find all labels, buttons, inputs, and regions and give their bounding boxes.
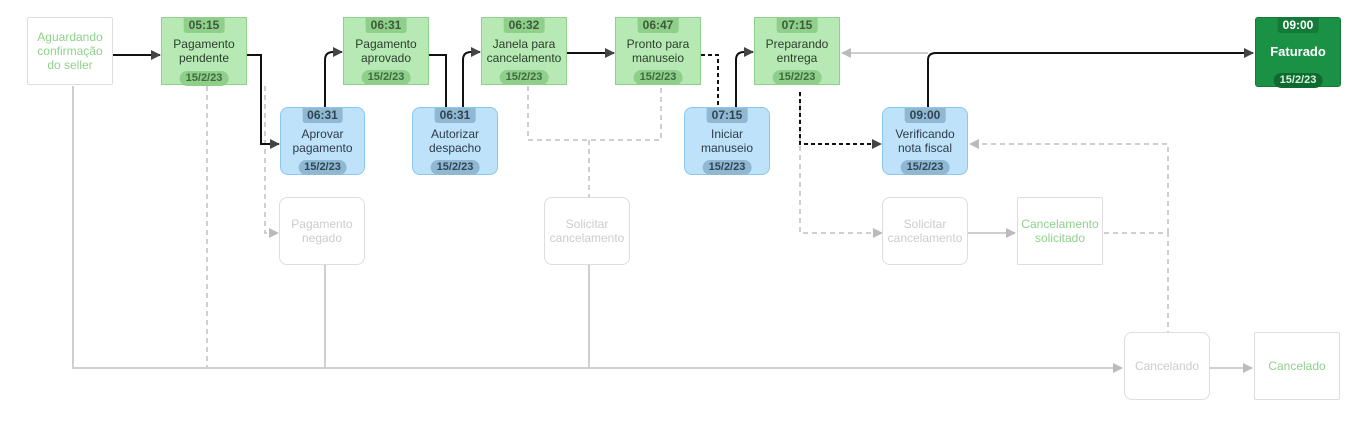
- node-label: Aprovar pagamento: [292, 127, 353, 155]
- node-label: Preparando entrega: [765, 37, 829, 65]
- node-verificando-nota-fiscal[interactable]: 09:00 Verificando nota fiscal 15/2/23: [882, 107, 968, 175]
- node-time: 06:31: [365, 18, 407, 33]
- node-iniciar-manuseio[interactable]: 07:15 Iniciar manuseio 15/2/23: [684, 107, 770, 175]
- node-time: 07:15: [706, 108, 748, 123]
- node-label: Faturado: [1270, 44, 1326, 59]
- node-label: Pagamento negado: [291, 217, 353, 245]
- node-preparando-entrega[interactable]: 07:15 Preparando entrega 15/2/23: [754, 17, 840, 85]
- node-time: 06:31: [302, 108, 343, 123]
- node-time: 09:00: [904, 108, 946, 123]
- node-faturado[interactable]: 09:00 Faturado 15/2/23: [1255, 17, 1341, 88]
- node-cancelamento-solicitado[interactable]: Cancelamento solicitado: [1017, 197, 1103, 265]
- node-label: Pagamento pendente: [173, 37, 235, 65]
- node-time: 09:00: [1277, 18, 1319, 33]
- node-date: 15/2/23: [298, 160, 347, 175]
- node-label: Solicitar cancelamento: [887, 217, 963, 245]
- node-label: Cancelado: [1268, 359, 1326, 373]
- node-date: 15/2/23: [772, 70, 822, 85]
- node-date: 15/2/23: [179, 71, 229, 86]
- node-time: 07:15: [776, 18, 818, 33]
- node-date: 15/2/23: [361, 70, 411, 85]
- node-label: Solicitar cancelamento: [549, 217, 625, 245]
- node-pagamento-aprovado[interactable]: 06:31 Pagamento aprovado 15/2/23: [343, 17, 429, 85]
- node-solicitar-cancelamento-1[interactable]: Solicitar cancelamento: [544, 197, 630, 265]
- node-time: 06:47: [637, 18, 679, 33]
- node-aprovar-pagamento[interactable]: 06:31 Aprovar pagamento 15/2/23: [280, 107, 365, 175]
- node-date: 15/2/23: [702, 160, 752, 175]
- node-aguardando-confirmacao[interactable]: Aguardando confirmação do seller: [27, 17, 113, 85]
- node-date: 15/2/23: [499, 70, 549, 85]
- node-date: 15/2/23: [633, 70, 683, 85]
- node-label: Iniciar manuseio: [700, 127, 754, 155]
- node-janela-cancelamento[interactable]: 06:32 Janela para cancelamento 15/2/23: [481, 17, 567, 85]
- node-time: 06:32: [503, 18, 545, 33]
- node-cancelado[interactable]: Cancelado: [1254, 332, 1340, 400]
- node-autorizar-despacho[interactable]: 06:31 Autorizar despacho 15/2/23: [412, 107, 498, 175]
- node-time: 05:15: [183, 18, 225, 33]
- node-date: 15/2/23: [430, 160, 480, 175]
- node-pronto-manuseio[interactable]: 06:47 Pronto para manuseio 15/2/23: [615, 17, 701, 85]
- node-label: Verificando nota fiscal: [895, 127, 955, 155]
- node-cancelando[interactable]: Cancelando: [1124, 332, 1210, 400]
- node-pagamento-pendente[interactable]: 05:15 Pagamento pendente 15/2/23: [161, 17, 247, 86]
- node-label: Cancelamento solicitado: [1021, 217, 1099, 245]
- node-label: Pagamento aprovado: [355, 37, 417, 65]
- node-label: Janela para cancelamento: [486, 37, 562, 65]
- node-time: 06:31: [434, 108, 476, 123]
- node-label: Aguardando confirmação do seller: [37, 30, 103, 72]
- node-solicitar-cancelamento-2[interactable]: Solicitar cancelamento: [882, 197, 968, 265]
- node-pagamento-negado[interactable]: Pagamento negado: [279, 197, 365, 265]
- node-label: Cancelando: [1134, 359, 1200, 373]
- node-label: Pronto para manuseio: [626, 37, 690, 65]
- node-date: 15/2/23: [900, 160, 950, 175]
- node-date: 15/2/23: [1273, 73, 1323, 88]
- node-label: Autorizar despacho: [428, 127, 482, 155]
